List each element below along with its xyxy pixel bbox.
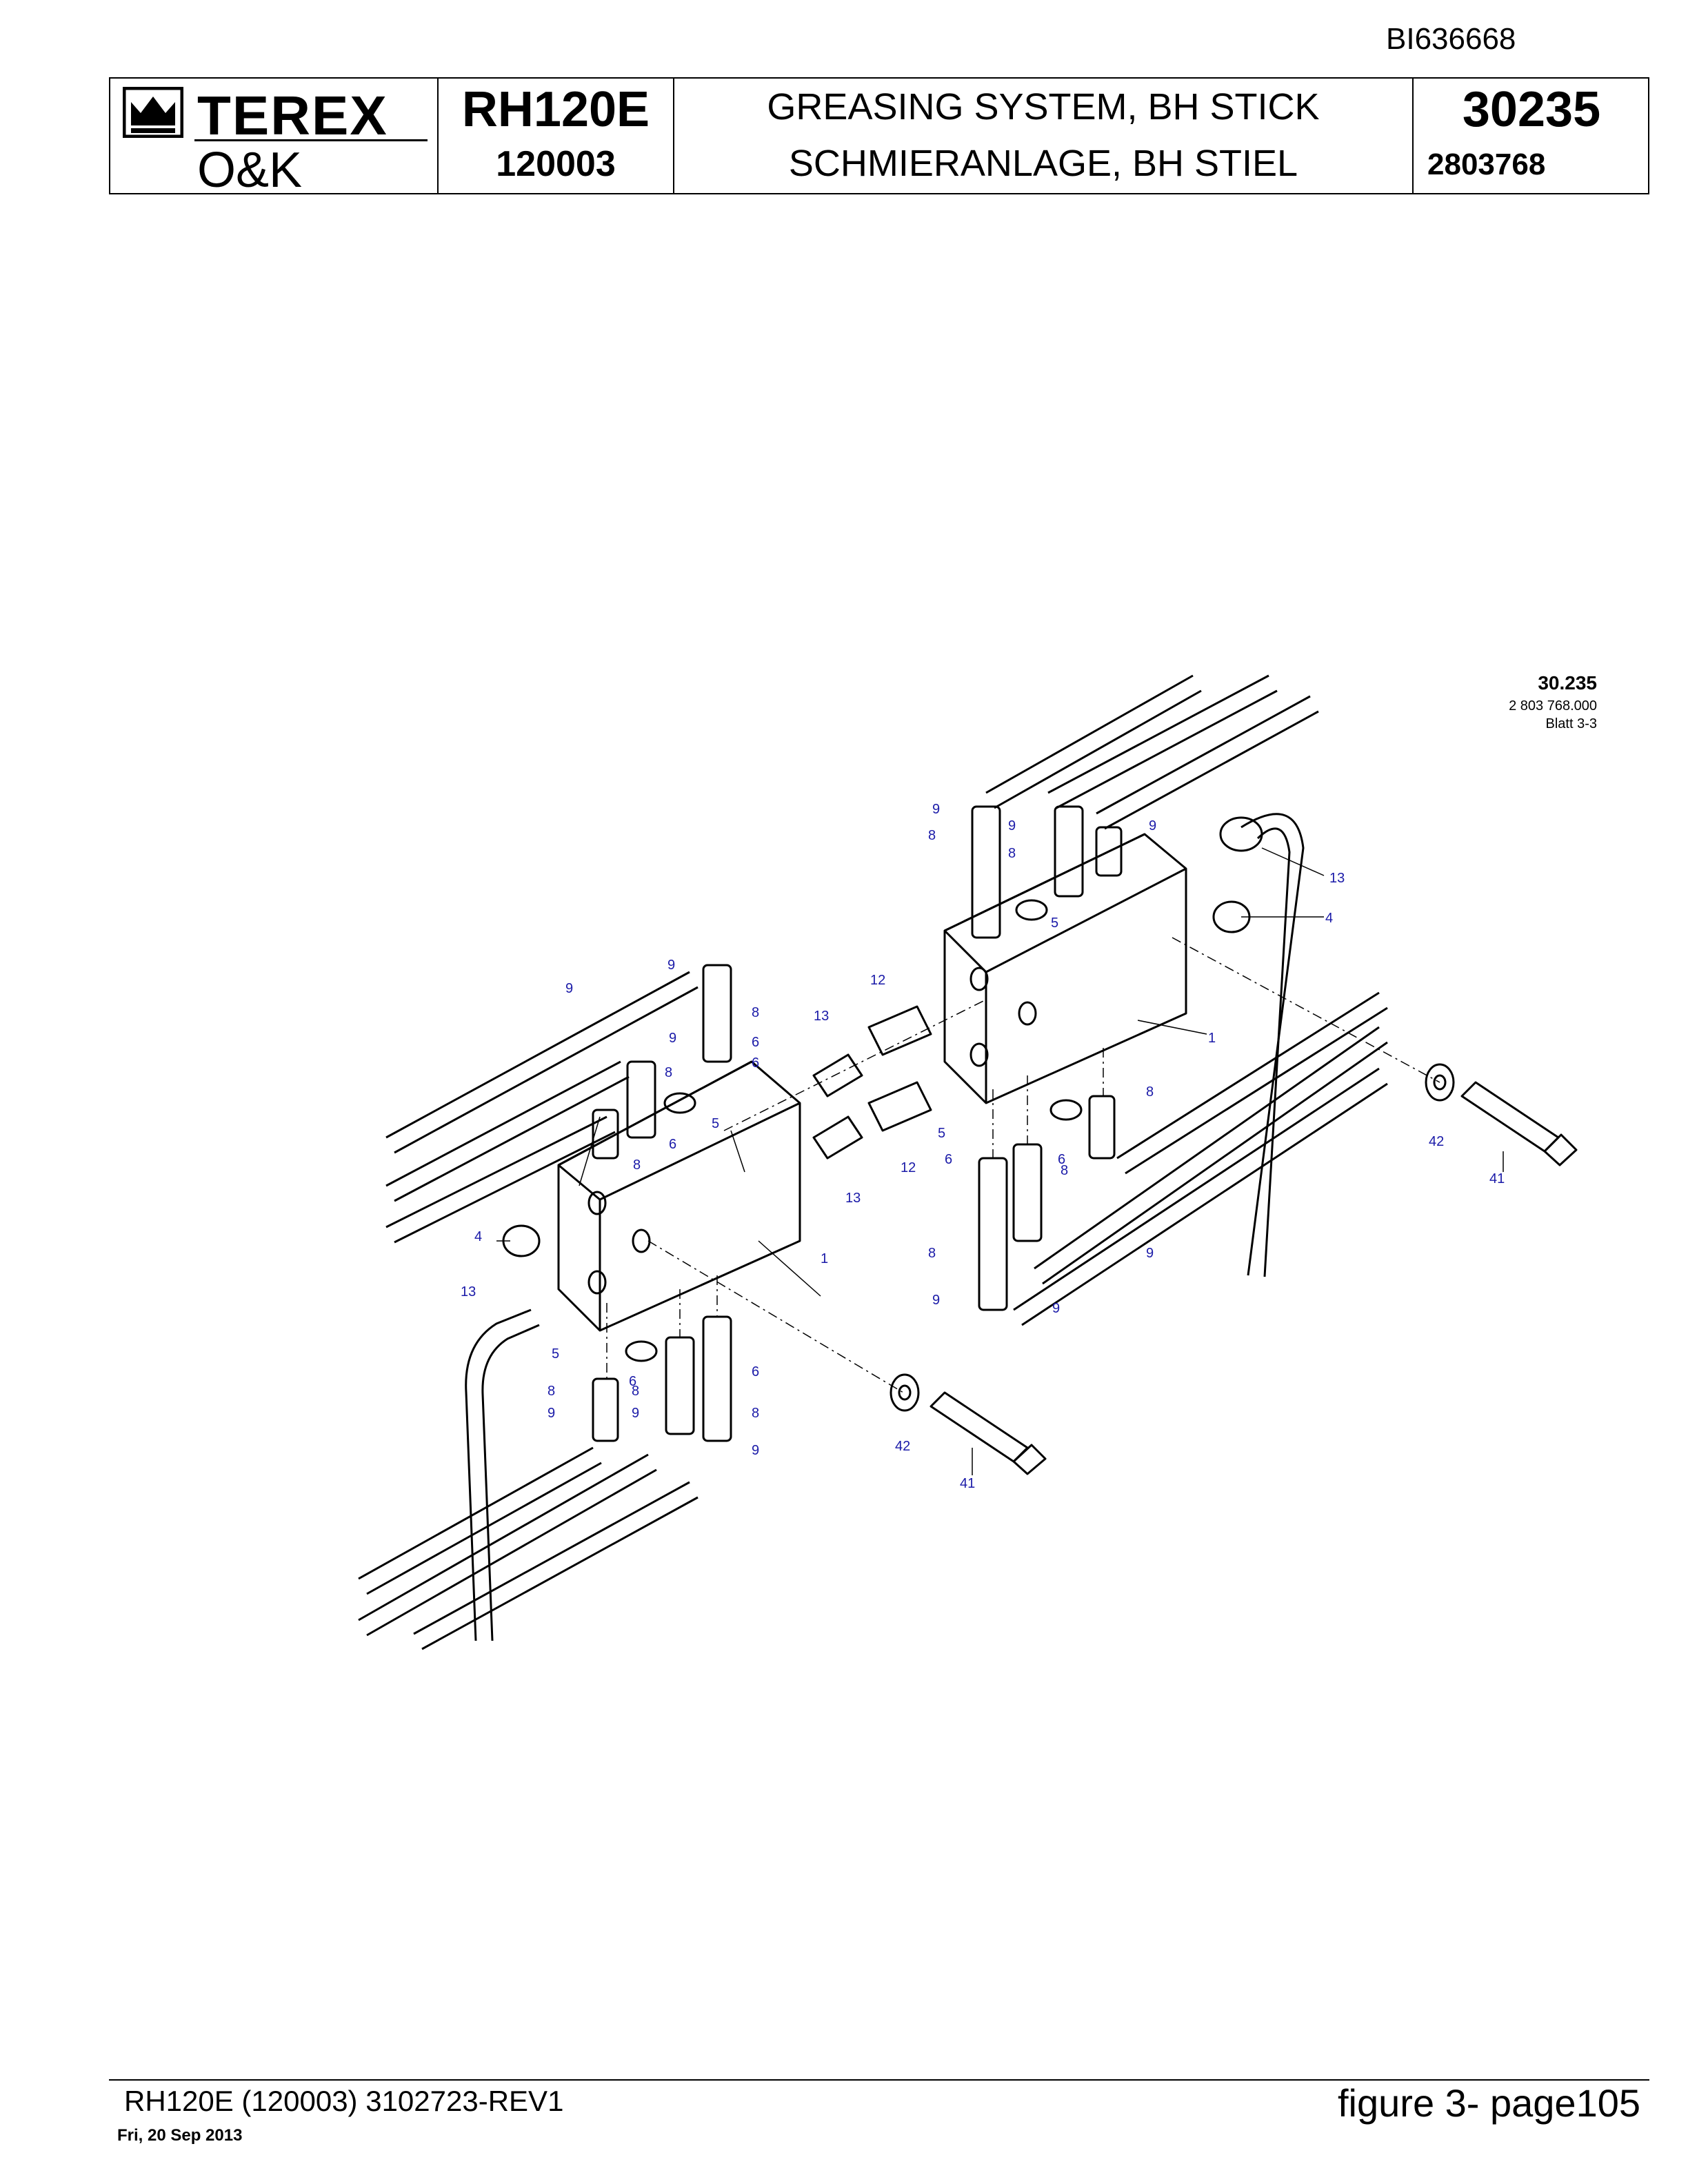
- callout-5: 5: [552, 1346, 559, 1362]
- callout-12: 12: [901, 1160, 916, 1175]
- callout-9: 9: [565, 981, 573, 996]
- model-cell: RH120E 120003: [439, 79, 674, 193]
- drawing-ref-sheet: Blatt 3-3: [1546, 716, 1597, 731]
- title-cell: GREASING SYSTEM, BH STICK SCHMIERANLAGE,…: [674, 79, 1414, 193]
- brand-logo: TEREX: [123, 84, 426, 146]
- number-cell: 30235 2803768: [1414, 79, 1649, 193]
- model-name: RH120E: [461, 82, 650, 137]
- centerlines: [606, 937, 1440, 1393]
- fittings-right: [971, 805, 1263, 1311]
- hose-group-left: [358, 971, 699, 1650]
- callout-9: 9: [1008, 818, 1016, 833]
- callout-6: 6: [752, 1035, 759, 1050]
- callout-6: 6: [752, 1055, 759, 1071]
- callout-9: 9: [1052, 1301, 1060, 1316]
- callout-8: 8: [665, 1065, 672, 1080]
- group-number: 30235: [1462, 82, 1601, 137]
- callout-9: 9: [1146, 1246, 1154, 1261]
- callout-9: 9: [632, 1406, 639, 1421]
- callout-6: 6: [669, 1137, 676, 1152]
- callout-8: 8: [928, 1246, 936, 1261]
- footer-page-ref: figure 3- page105: [1338, 2081, 1641, 2125]
- bolts-and-washers: [890, 1063, 1578, 1475]
- callout-8: 8: [752, 1406, 759, 1421]
- footer-divider: [109, 2079, 1649, 2081]
- callout-9: 9: [547, 1406, 555, 1421]
- callout-9: 9: [667, 958, 675, 973]
- fittings-left: [502, 964, 932, 1442]
- callout-8: 8: [752, 1005, 759, 1020]
- callout-9: 9: [932, 802, 940, 817]
- callout-5: 5: [1051, 916, 1058, 931]
- callout-4: 4: [1325, 911, 1333, 926]
- crown-icon: [123, 87, 183, 138]
- distributor-block-left: [557, 1060, 801, 1332]
- callout-8: 8: [632, 1384, 639, 1399]
- callout-41: 41: [960, 1476, 975, 1491]
- model-serial: 120003: [496, 144, 616, 184]
- callout-8: 8: [547, 1384, 555, 1399]
- leader-lines: [496, 847, 1504, 1475]
- callout-6: 6: [752, 1364, 759, 1379]
- callout-8: 8: [928, 828, 936, 843]
- document-id: BI636668: [1386, 22, 1516, 56]
- callout-6: 6: [1058, 1152, 1065, 1167]
- callout-42: 42: [895, 1439, 910, 1454]
- callout-13: 13: [814, 1009, 829, 1024]
- callout-8: 8: [1061, 1163, 1068, 1178]
- callout-13: 13: [1329, 871, 1345, 886]
- drawing-ref-code: 2 803 768.000: [1509, 698, 1597, 714]
- title-block: TEREX O&K RH120E 120003 GREASING SYSTEM,…: [109, 77, 1649, 198]
- hose-group-right: [985, 674, 1388, 1326]
- footer-date: Fri, 20 Sep 2013: [117, 2126, 243, 2145]
- callout-6: 6: [945, 1152, 952, 1167]
- callout-13: 13: [845, 1191, 861, 1206]
- callout-1: 1: [1208, 1031, 1216, 1046]
- distributor-block-right: [943, 833, 1187, 1104]
- callout-12: 12: [870, 973, 885, 988]
- callout-1: 1: [821, 1251, 828, 1266]
- brand-divider: [194, 139, 428, 141]
- callout-41: 41: [1489, 1171, 1505, 1186]
- brand-name: TEREX: [197, 85, 388, 146]
- drawing-ref-number: 30.235: [1538, 672, 1597, 694]
- callout-9: 9: [932, 1293, 940, 1308]
- title-german: SCHMIERANLAGE, BH STIEL: [788, 143, 1298, 184]
- callout-9: 9: [669, 1031, 676, 1046]
- logo-cell: TEREX O&K: [110, 79, 439, 198]
- part-number: 2803768: [1427, 148, 1546, 181]
- footer-document-ref: RH120E (120003) 3102723-REV1: [124, 2085, 564, 2117]
- callout-8: 8: [1146, 1084, 1154, 1100]
- callout-8: 8: [1008, 846, 1016, 861]
- callout-9: 9: [752, 1443, 759, 1458]
- callout-5: 5: [712, 1116, 719, 1131]
- callout-6: 6: [629, 1374, 636, 1389]
- callout-9: 9: [1149, 818, 1156, 833]
- callout-42: 42: [1429, 1134, 1444, 1149]
- brand-subname: O&K: [197, 143, 303, 198]
- callout-13: 13: [461, 1284, 476, 1300]
- callout-5: 5: [938, 1126, 945, 1141]
- callout-4: 4: [474, 1229, 482, 1244]
- title-english: GREASING SYSTEM, BH STICK: [767, 86, 1320, 128]
- callout-8: 8: [633, 1157, 641, 1173]
- drawing-linework: [358, 674, 1578, 1650]
